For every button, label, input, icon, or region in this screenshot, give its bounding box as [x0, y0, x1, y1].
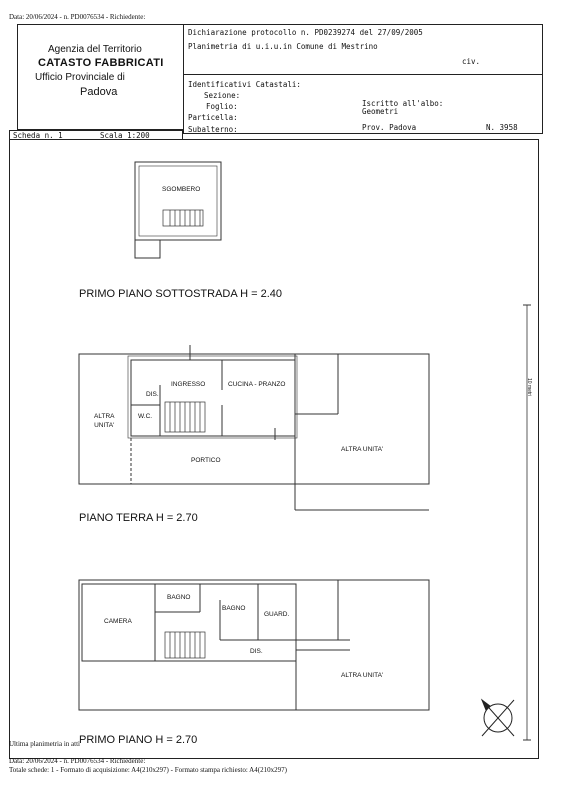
- room-ingresso: INGRESSO: [171, 381, 206, 388]
- room-dis-first: DIS.: [250, 648, 263, 655]
- room-altra-unita-ground: ALTRA UNITA': [341, 446, 384, 453]
- room-sgombero: SGOMBERO: [162, 186, 201, 193]
- scheda-label: Scheda n. 1: [13, 131, 63, 140]
- drawing-frame: [9, 139, 539, 759]
- agency-line2: CATASTO FABBRICATI: [38, 57, 164, 69]
- floor-title-ground: PIANO TERRA H = 2.70: [79, 512, 198, 524]
- floor-title-first: PRIMO PIANO H = 2.70: [79, 734, 198, 746]
- first-stairs: [164, 631, 206, 659]
- room-camera: CAMERA: [104, 618, 132, 625]
- header-ident-box: [183, 75, 543, 134]
- protocol-number: PD0239274: [314, 28, 356, 37]
- ident-title: Identificativi Catastali:: [188, 80, 301, 89]
- ground-unit: [130, 359, 296, 437]
- protocol-date-label: del: [359, 28, 374, 37]
- ground-stairs: [164, 401, 206, 433]
- basement-stairs: [162, 209, 204, 227]
- room-portico: PORTICO: [191, 457, 221, 464]
- basement-outline: [134, 161, 222, 241]
- first-unit: [81, 583, 297, 662]
- first-outline: [78, 579, 430, 711]
- sezione-label: Sezione:: [204, 91, 241, 100]
- planimetry-line: Planimetria di u.i.u.in Comune di Mestri…: [188, 42, 378, 51]
- agency-line3: Ufficio Provinciale di: [35, 72, 125, 83]
- header-protocol-box: [183, 24, 543, 75]
- room-bagno1: BAGNO: [167, 594, 191, 601]
- floor-title-basement: PRIMO PIANO SOTTOSTRADA H = 2.40: [79, 288, 283, 300]
- footer-line2: Totale schede: 1 - Formato di acquisizio…: [9, 766, 287, 774]
- protocol-line: Dichiarazione protocollo n. PD0239274 de…: [188, 28, 423, 37]
- room-wc: W.C.: [138, 413, 153, 420]
- prov-label: Prov. Padova: [362, 123, 417, 132]
- protocol-label: Dichiarazione protocollo n.: [188, 28, 310, 37]
- room-cucina: CUCINA - PRANZO: [228, 381, 286, 388]
- agency-line4: Padova: [80, 86, 118, 98]
- footer-line1: Data: 20/06/2024 - n. PD0076534 - Richie…: [9, 757, 146, 765]
- civ-label: civ.: [462, 57, 481, 66]
- subalterno-label: Subalterno:: [188, 125, 238, 134]
- north-arrow-icon: [480, 698, 515, 737]
- room-bagno2: BAGNO: [222, 605, 246, 612]
- particella-label: Particella:: [188, 113, 238, 122]
- top-note: Data: 20/06/2024 - n. PD0076534 - Richie…: [9, 13, 146, 21]
- room-altra-unita-left: ALTRA UNITA': [94, 413, 115, 429]
- room-guard: GUARD.: [264, 611, 290, 618]
- protocol-date: 27/09/2005: [377, 28, 423, 37]
- scala-label: Scala 1:200: [100, 131, 150, 140]
- number-label: N. 3958: [486, 123, 518, 132]
- foglio-label: Foglio:: [206, 102, 238, 111]
- header-left-box: [17, 24, 183, 130]
- side-scale-label: 10 metri: [526, 378, 532, 397]
- iscritto-value: Geometri: [362, 107, 399, 116]
- iscritto-label: Iscritto all'albo:: [362, 99, 444, 108]
- footer-ultima: Ultima planimetria in atti: [9, 740, 80, 748]
- agency-line1: Agenzia del Territorio: [48, 44, 142, 55]
- room-dis-ground: DIS.: [146, 391, 159, 398]
- room-altra-unita-first: ALTRA UNITA': [341, 672, 384, 679]
